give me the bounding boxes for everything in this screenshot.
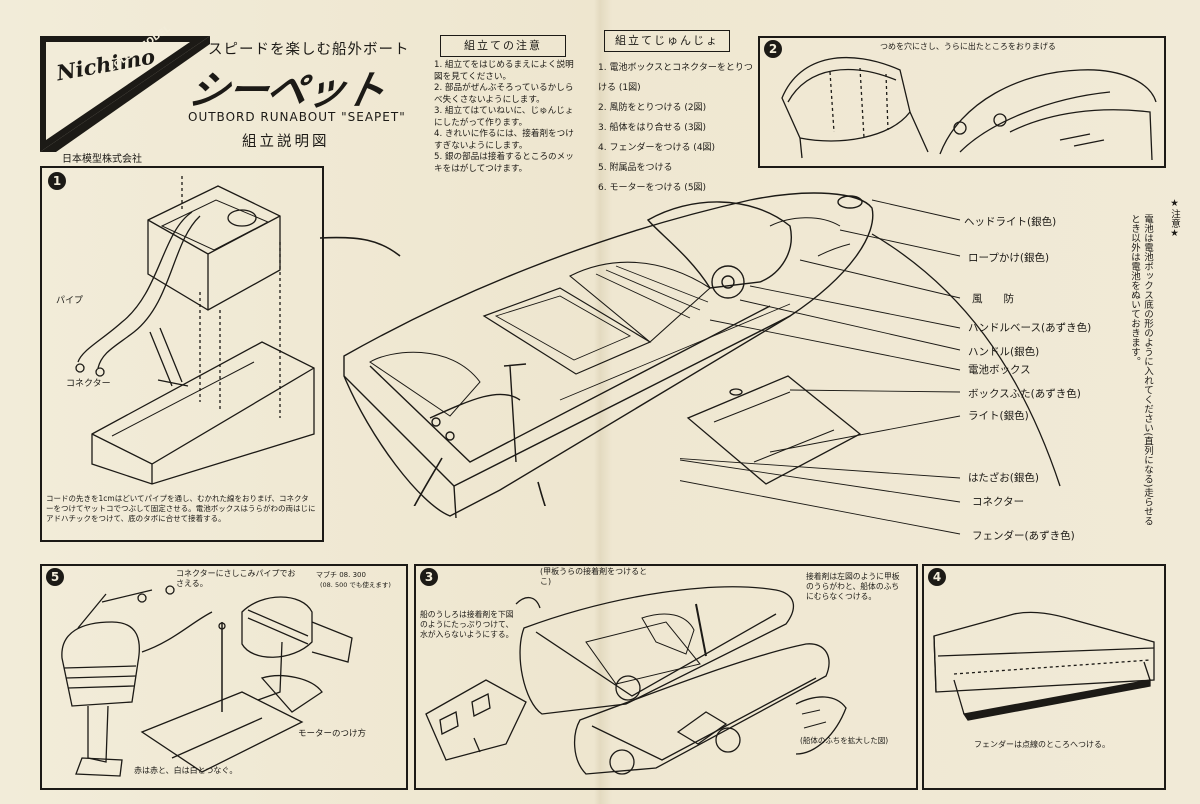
- caution-item: 3. 組立てはていねいに、じゅんじょにしたがって作ります。: [434, 106, 574, 128]
- figure-5-note-bottom: 赤は赤と、白は白とつなぐ。: [134, 766, 238, 775]
- subtitle-jp: スピードを楽しむ船外ボート: [208, 42, 410, 58]
- caution-item: 2. 部品がぜんぶそろっているかしらべ失くさないようにします。: [434, 83, 574, 105]
- caution-item: 1. 組立てをはじめるまえによく説明図を見てください。: [434, 60, 574, 82]
- figure-3-hull-drawing: [425, 586, 847, 775]
- caution-title: 組立ての注意: [440, 35, 566, 57]
- side-note-text: 電池は電池ボックス底の形のように入れてください(直列になる)走らせるとき以外は電…: [1129, 214, 1153, 526]
- steps-title: 組立てじゅんじょ: [604, 30, 730, 52]
- step-item: 6. モーターをつける (5図): [598, 183, 707, 193]
- callout-battery-box: 電池ボックス: [968, 364, 1031, 376]
- nichimo-logo: [40, 36, 210, 152]
- callout-leader-lines: [680, 199, 961, 535]
- figure-3-note-top: (甲板うらの接着剤をつけるとこ): [540, 567, 648, 586]
- callout-handle: ハンドル(銀色): [968, 346, 1040, 358]
- figure-3-note-bottom: (船体のふちを拡大した図): [800, 736, 889, 745]
- label-connector-fig1: コネクター: [66, 379, 111, 389]
- figure-3-box: [414, 564, 918, 790]
- figure-5-motor-drawing: [61, 585, 353, 777]
- figure-2-number: 2: [764, 40, 782, 58]
- title-jp: シーペット: [184, 68, 390, 114]
- callout-windshield: 風 防: [972, 293, 1014, 305]
- step-item: 1. 電池ボックスとコネクターをとりつける (1図): [598, 63, 753, 93]
- steps-list: 1. 電池ボックスとコネクターをとりつける (1図) 2. 風防をとりつける (…: [598, 58, 756, 198]
- caution-item: 5. 銀の部品は接着するところのメッキをはがしてつけます。: [434, 152, 574, 174]
- figure-1-note: コードの先きを1cmはどいてパイプを通し、むかれた線をおりまげ、コネクターをつけ…: [46, 494, 316, 523]
- callout-light: ライト(銀色): [968, 410, 1029, 422]
- callout-rope-cleat: ロープかけ(銀色): [968, 252, 1050, 264]
- figure-5-note-top: コネクターにさしこみパイプでおさえる。: [176, 569, 296, 588]
- figure-5-number: 5: [46, 568, 64, 586]
- caution-list: 1. 組立てをはじめるまえによく説明図を見てください。 2. 部品がぜんぶそろっ…: [434, 60, 580, 175]
- figure-4-box: [922, 564, 1166, 790]
- step-item: 2. 風防をとりつける (2図): [598, 103, 707, 113]
- step-item: 4. フェンダーをつける (4図): [598, 143, 716, 153]
- callout-flagpole: はたざお(銀色): [968, 472, 1039, 484]
- figure-4-fender-drawing: [933, 611, 1155, 721]
- callout-headlight: ヘッドライト(銀色): [964, 216, 1057, 228]
- figure-2-box: [758, 36, 1166, 168]
- figure-5-box: [40, 564, 408, 790]
- figure-4-number: 4: [928, 568, 946, 586]
- label-motor-mount: モーターのつけ方: [298, 729, 367, 739]
- callout-box-lid: ボックスふた(あずき色): [968, 388, 1081, 400]
- company-name: 日本模型株式会社: [62, 154, 142, 165]
- motor-spec-alt: (08. 500 でも使えます): [320, 581, 391, 589]
- figure-2-note: つめを穴にさし、うらに出たところをおりまげる: [880, 42, 1056, 51]
- title-en: OUTBORD RUNABOUT "SEAPET": [188, 110, 406, 124]
- figure-3-number: 3: [420, 568, 438, 586]
- doc-title-jp: 組立説明図: [242, 134, 330, 150]
- callout-fender: フェンダー(あずき色): [972, 530, 1075, 542]
- side-note-heading: ★注意★: [1169, 198, 1180, 239]
- figure-1-box: [40, 166, 324, 542]
- caution-item: 4. きれいに作るには、接着剤をつけすぎないようにします。: [434, 129, 574, 151]
- figure-1-number: 1: [48, 172, 66, 190]
- callout-connector: コネクター: [972, 496, 1025, 508]
- figure-3-note-left: 船のうしろは接着剤を下図のようにたっぷりつけて、水が入らないようにする。: [420, 610, 514, 639]
- figure-4-note: フェンダーは点線のところへつける。: [974, 740, 1110, 749]
- motor-spec: マブチ 08. 300: [316, 571, 366, 579]
- figure-2-windshield-drawing: [781, 56, 1157, 160]
- step-item: 5. 附属品をつける: [598, 163, 673, 173]
- box-lid-drawing: [686, 375, 862, 485]
- label-pipe: パイプ: [56, 296, 84, 306]
- callout-handle-base: ハンドルベース(あずき色): [968, 322, 1092, 334]
- figure-1-battery-box-drawing: [75, 176, 315, 485]
- step-item: 3. 船体をはり合せる (3図): [598, 123, 707, 133]
- main-boat-drawing: [343, 192, 874, 519]
- connector-arcs: [319, 233, 1061, 506]
- figure-3-note-right: 接着剤は左図のように甲板のうらがわと、船体のふちにむらなくつける。: [806, 572, 900, 601]
